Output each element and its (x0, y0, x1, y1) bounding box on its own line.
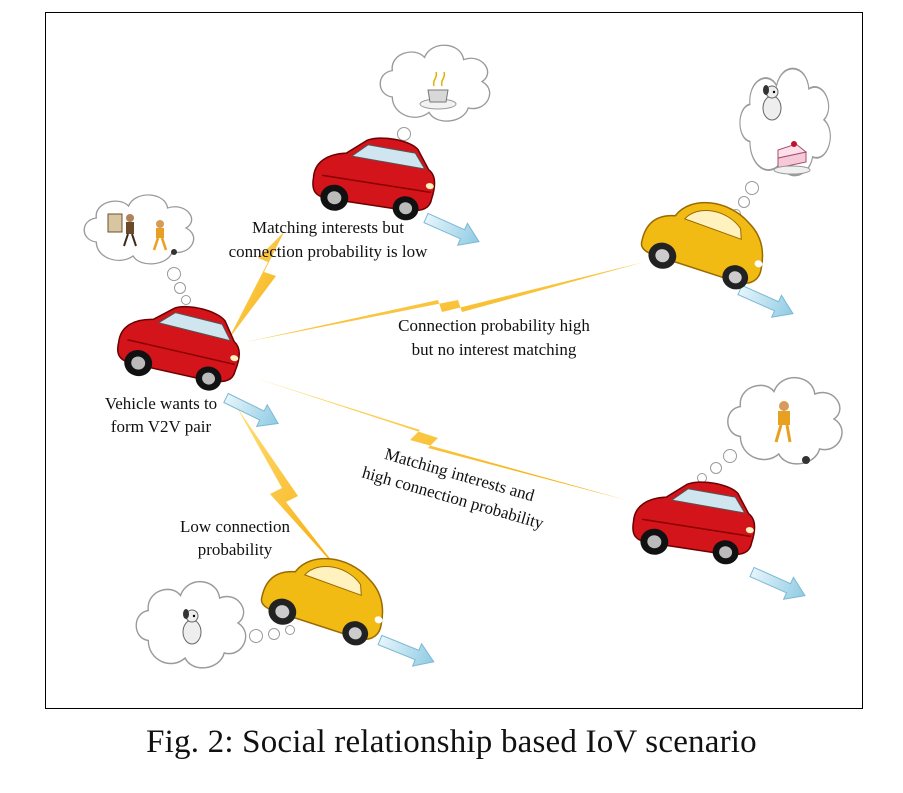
lightning-bolt-top (228, 232, 284, 340)
figure-caption: Fig. 2: Social relationship based IoV sc… (146, 724, 757, 760)
label-bottom: Low connection probability (180, 517, 290, 559)
soccer-player-icon (774, 401, 810, 464)
thought-cloud-bottom (135, 580, 295, 669)
direction-arrow (420, 206, 485, 254)
soccer-player-icon (152, 220, 177, 255)
direction-arrow (746, 560, 811, 608)
lightning-bolt-bottom (236, 406, 342, 574)
painter-icon (107, 213, 137, 247)
dog-icon (182, 609, 202, 645)
thought-cloud-right-lower (697, 376, 843, 483)
label-line: Low connection (180, 517, 290, 536)
label-source: Vehicle wants to form V2V pair (105, 394, 217, 436)
label-line: connection probability is low (229, 242, 428, 261)
label-line: Connection probability high (398, 316, 590, 335)
direction-arrow (220, 386, 284, 435)
dog-icon (762, 85, 782, 121)
figure-frame (45, 12, 863, 709)
vehicle-right-lower-red-car (627, 469, 763, 573)
coffee-cup-icon (419, 71, 457, 110)
direction-arrow (375, 628, 439, 674)
lightning-bolt-diagonal (252, 377, 626, 500)
lightning-bolt-right (246, 262, 644, 342)
label-line: form V2V pair (111, 417, 212, 436)
label-line: Matching interests but (252, 218, 404, 237)
thought-cloud-source (83, 194, 195, 305)
label-right: Connection probability high but no inter… (398, 316, 590, 359)
cake-icon (773, 141, 811, 175)
vehicle-source-red-car (110, 290, 250, 400)
label-line: probability (198, 540, 273, 559)
link-bolts (228, 232, 644, 574)
label-top: Matching interests but connection probab… (229, 218, 428, 261)
label-line: but no interest matching (412, 340, 577, 359)
vehicle-right-upper-yellow-car (634, 184, 778, 300)
vehicle-top-red-car (307, 125, 443, 229)
thought-cloud-right-upper (731, 67, 832, 219)
label-line: Vehicle wants to (105, 394, 217, 413)
